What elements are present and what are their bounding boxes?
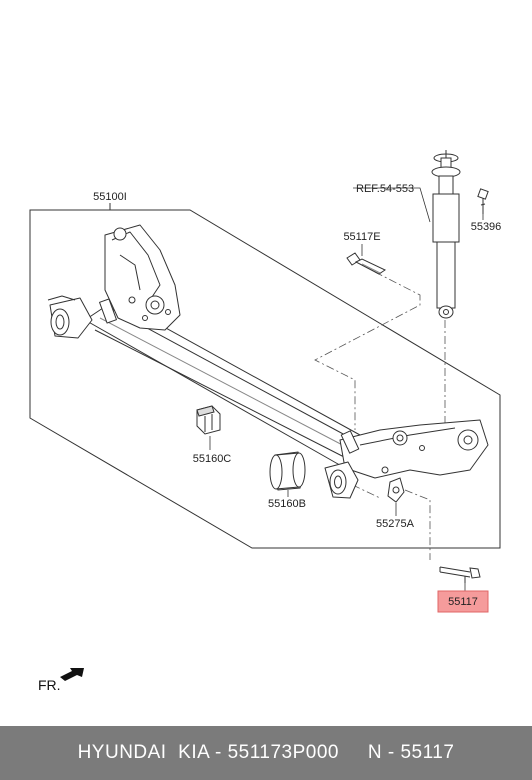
highlight-box-55117 <box>437 590 489 613</box>
front-direction-label: FR. <box>38 677 61 693</box>
label-55100I: 55100I <box>93 191 127 203</box>
rear-beam <box>47 224 489 499</box>
bolt-55117 <box>439 566 481 583</box>
bushing-55160B <box>269 451 306 491</box>
alignment-lines <box>314 271 446 560</box>
part-number-footer: HYUNDAI KIA - 551173P000 N - 55117 <box>0 726 532 780</box>
bolt-55117E <box>346 252 387 275</box>
label-ref-54-553: REF.54-553 <box>356 183 414 195</box>
exploded-parts-diagram: 55100I REF.54-553 55396 55117E 55160C 55… <box>29 150 502 693</box>
footer-text: HYUNDAI KIA - 551173P000 N - 55117 <box>77 742 455 763</box>
label-55160B: 55160B <box>268 498 306 510</box>
upper-bolt-55396 <box>477 188 489 214</box>
label-55275A: 55275A <box>376 518 415 530</box>
assembly-outline <box>29 209 501 549</box>
label-55117E: 55117E <box>343 231 380 243</box>
bushing-55160C <box>196 405 221 435</box>
label-55117: 55117 <box>448 596 478 608</box>
shock-absorber <box>431 150 461 319</box>
front-arrow-icon <box>60 668 84 681</box>
bracket-55275A <box>387 477 405 503</box>
label-55396: 55396 <box>471 221 502 233</box>
label-55160C: 55160C <box>193 453 232 465</box>
